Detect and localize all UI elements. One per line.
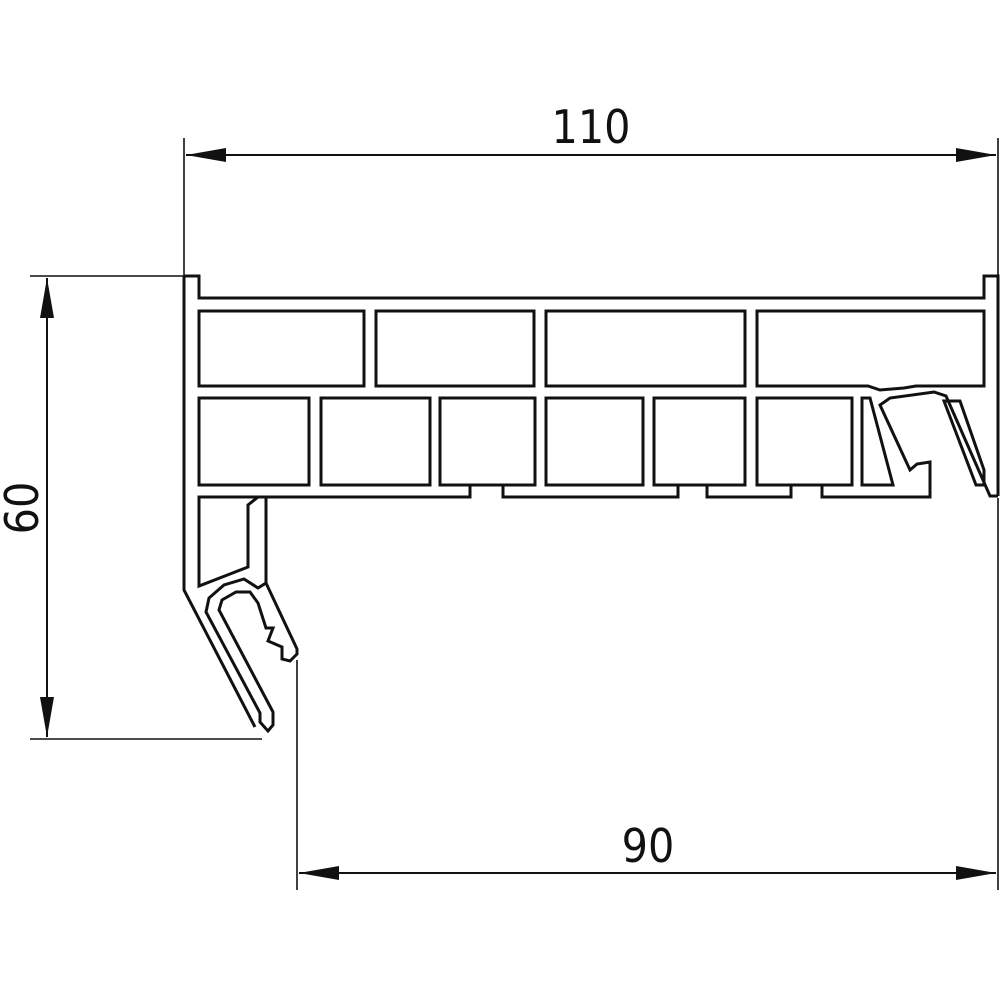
chamber-lower-2 — [319, 396, 432, 487]
chamber-upper-2 — [374, 309, 536, 388]
chamber-upper-3 — [544, 309, 747, 388]
dimension-overall-width: 110 — [183, 100, 999, 276]
chamber-lower-7 — [860, 396, 895, 487]
chamber-upper-4 — [755, 309, 986, 392]
profile-bottom-skin — [199, 390, 998, 499]
chamber-left-lower — [197, 495, 263, 589]
chamber-lower-6 — [755, 396, 854, 487]
dimension-label-110: 110 — [552, 100, 631, 154]
window-sill-profile — [182, 274, 1000, 734]
chamber-lower-4 — [544, 396, 645, 487]
profile-outer-left-wall — [182, 276, 257, 728]
chamber-lower-1 — [197, 396, 311, 487]
chamber-lower-5 — [652, 396, 747, 487]
drip-channel — [941, 399, 986, 487]
chamber-upper-1 — [197, 309, 366, 388]
profile-top-skin — [184, 274, 1000, 496]
hook-clip — [204, 497, 299, 734]
dimension-height: 60 — [0, 275, 262, 740]
chamber-lower-3 — [438, 396, 537, 487]
dimension-label-60: 60 — [0, 482, 49, 535]
dimension-label-90: 90 — [622, 819, 675, 873]
dimension-inner-width: 90 — [296, 498, 999, 890]
